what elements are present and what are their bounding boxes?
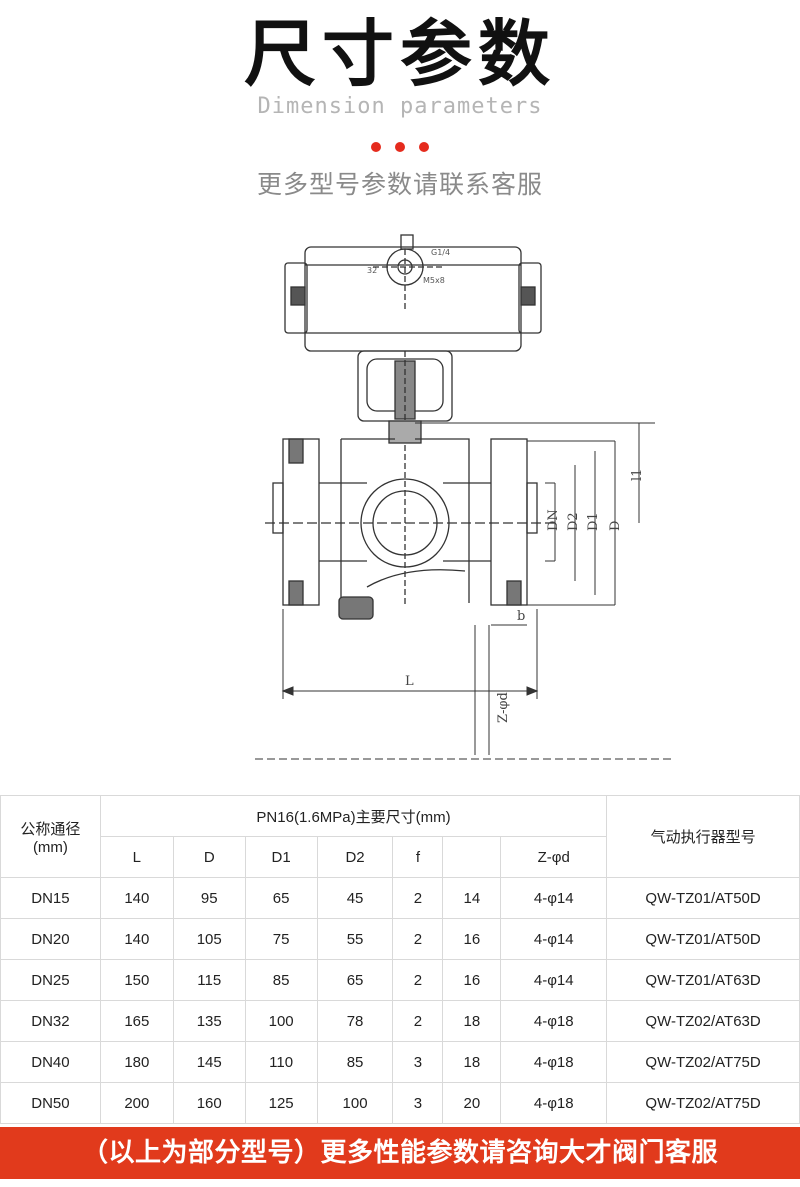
col-header-line1: 公称通径 (20, 820, 81, 838)
cell-d1: 85 (244, 959, 318, 1001)
subheader-f: f (392, 836, 444, 878)
dn-dim-label: DN (546, 509, 561, 531)
m-thread-label: M5x8 (423, 276, 445, 285)
cell-d: 135 (172, 1000, 246, 1042)
cell-d2: 65 (316, 959, 394, 1001)
cell-b: 16 (442, 959, 502, 1001)
col-header-line2: (mm) (32, 838, 68, 856)
d-dim-label: D (608, 521, 623, 531)
valve-technical-drawing: G1/4 M5x8 32 (255, 225, 685, 765)
actuator-body: G1/4 M5x8 32 (284, 234, 542, 352)
cell-model: QW-TZ01/AT63D (606, 959, 800, 1001)
footer-banner: （以上为部分型号）更多性能参数请咨询大才阀门客服 (0, 1127, 800, 1179)
cell-b: 18 (442, 1000, 502, 1042)
cell-d2: 100 (316, 1082, 394, 1124)
subheader-z-phi-d: Z-φd (500, 836, 608, 878)
cell-z: 4-φ18 (500, 1000, 608, 1042)
d2-dim-label: D2 (566, 512, 581, 531)
cell-dn: DN50 (0, 1082, 101, 1124)
cell-b: 14 (442, 877, 502, 919)
table-row: DN50 200 160 125 100 3 20 4-φ18 QW-TZ02/… (0, 1082, 800, 1124)
cell-d1: 110 (244, 1041, 318, 1083)
cell-model: QW-TZ02/AT75D (606, 1041, 800, 1083)
d1-dim-label: D1 (586, 512, 601, 531)
cell-d2: 55 (316, 918, 394, 960)
page-title: 尺寸参数 (243, 12, 556, 96)
cell-d: 145 (172, 1041, 246, 1083)
col-header-nominal-diameter: 公称通径 (mm) (0, 795, 101, 878)
page-subtitle-en: Dimension parameters (257, 94, 543, 119)
cell-f: 2 (392, 918, 444, 960)
red-dot-icon (371, 142, 381, 152)
cell-b: 18 (442, 1041, 502, 1083)
cell-z: 4-φ18 (500, 1082, 608, 1124)
cell-d1: 125 (244, 1082, 318, 1124)
cell-dn: DN20 (0, 918, 101, 960)
subheader-d: D (172, 836, 246, 878)
b-dim-label: b (517, 609, 525, 624)
subheader-d1: D1 (244, 836, 318, 878)
table-row: DN40 180 145 110 85 3 18 4-φ18 QW-TZ02/A… (0, 1041, 800, 1083)
z-phi-d-dim-label: Z-φd (496, 692, 511, 723)
mounting-bracket (357, 350, 453, 444)
cell-f: 2 (392, 1000, 444, 1042)
cell-model: QW-TZ01/AT50D (606, 877, 800, 919)
red-dot-icon (419, 142, 429, 152)
l-dim-label: L (405, 674, 414, 689)
cell-dn: DN25 (0, 959, 101, 1001)
group-header-pn16: PN16(1.6MPa)主要尺寸(mm) (99, 795, 608, 837)
table-row: DN32 165 135 100 78 2 18 4-φ18 QW-TZ02/A… (0, 1000, 800, 1042)
cell-b: 20 (442, 1082, 502, 1124)
subheader-b (442, 836, 502, 878)
cell-z: 4-φ14 (500, 959, 608, 1001)
cell-model: QW-TZ02/AT75D (606, 1082, 800, 1124)
cell-d: 105 (172, 918, 246, 960)
red-dot-icon (395, 142, 405, 152)
cell-z: 4-φ14 (500, 918, 608, 960)
cell-f: 3 (392, 1041, 444, 1083)
subheader-l: L (99, 836, 174, 878)
l1-dim-label: l1 (630, 469, 645, 481)
cell-f: 2 (392, 877, 444, 919)
cell-d2: 45 (316, 877, 394, 919)
contact-note: 更多型号参数请联系客服 (256, 170, 543, 199)
cell-dn: DN32 (0, 1000, 101, 1042)
cell-l: 200 (99, 1082, 174, 1124)
cell-dn: DN40 (0, 1041, 101, 1083)
cell-l: 140 (99, 918, 174, 960)
cell-d1: 75 (244, 918, 318, 960)
g-thread-label: G1/4 (431, 248, 450, 257)
cell-d2: 85 (316, 1041, 394, 1083)
table-row: DN15 140 95 65 45 2 14 4-φ14 QW-TZ01/AT5… (0, 877, 800, 919)
cell-z: 4-φ14 (500, 877, 608, 919)
col-header-actuator-model: 气动执行器型号 (606, 795, 800, 878)
cell-f: 3 (392, 1082, 444, 1124)
decorative-dots (0, 137, 800, 156)
table-row: DN25 150 115 85 65 2 16 4-φ14 QW-TZ01/AT… (0, 959, 800, 1001)
dim-32-label: 32 (367, 266, 377, 275)
cell-d1: 65 (244, 877, 318, 919)
cell-f: 2 (392, 959, 444, 1001)
dimension-lines: DN D2 D1 D l1 b L Z-φd (255, 422, 675, 760)
cell-d1: 100 (244, 1000, 318, 1042)
cell-dn: DN15 (0, 877, 101, 919)
cell-l: 150 (99, 959, 174, 1001)
cell-l: 165 (99, 1000, 174, 1042)
subheader-d2: D2 (316, 836, 394, 878)
cell-l: 180 (99, 1041, 174, 1083)
valve-body (265, 438, 555, 620)
cell-model: QW-TZ02/AT63D (606, 1000, 800, 1042)
cell-d: 160 (172, 1082, 246, 1124)
cell-d: 115 (172, 959, 246, 1001)
cell-z: 4-φ18 (500, 1041, 608, 1083)
cell-l: 140 (99, 877, 174, 919)
cell-b: 16 (442, 918, 502, 960)
cell-d2: 78 (316, 1000, 394, 1042)
table-row: DN20 140 105 75 55 2 16 4-φ14 QW-TZ01/AT… (0, 918, 800, 960)
dimension-table: 公称通径 (mm) PN16(1.6MPa)主要尺寸(mm) 气动执行器型号 L… (0, 795, 800, 1124)
cell-model: QW-TZ01/AT50D (606, 918, 800, 960)
cell-d: 95 (172, 877, 246, 919)
